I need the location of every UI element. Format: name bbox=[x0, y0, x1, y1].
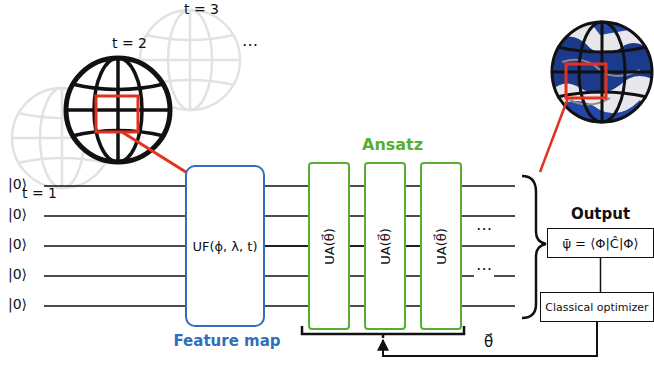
node-text: ψ̄ = ⟨Φ|Ĉ|Φ⟩ bbox=[562, 236, 638, 251]
node-heading: Output bbox=[548, 205, 653, 223]
node-text: UA(θ⃗) bbox=[433, 228, 448, 265]
node-text: UF(ϕ, λ, t) bbox=[192, 239, 257, 254]
feature-map-box: UF(ϕ, λ, t)Feature map bbox=[185, 165, 265, 327]
time-label: t = 1 bbox=[22, 186, 57, 201]
output-globe bbox=[540, 15, 654, 172]
ellipsis: ⋯ bbox=[474, 260, 494, 278]
optimizer-box: Classical optimizer bbox=[540, 292, 654, 322]
time-label: t = 2 bbox=[112, 36, 147, 51]
connector bbox=[265, 245, 308, 247]
qubit-label: |0⟩ bbox=[8, 297, 27, 312]
connector bbox=[600, 258, 602, 292]
ellipsis: ⋯ bbox=[474, 220, 494, 238]
time-label: t = 3 bbox=[184, 2, 219, 17]
globe bbox=[66, 58, 205, 184]
connector bbox=[406, 245, 420, 247]
qubit-label: |0⟩ bbox=[8, 267, 27, 282]
qubit-label: |0⟩ bbox=[8, 177, 27, 192]
qubit-label: |0⟩ bbox=[8, 207, 27, 222]
ansatz-box: UA(θ⃗) bbox=[420, 162, 462, 330]
connector bbox=[383, 322, 597, 356]
ansatz-box: UA(θ⃗) bbox=[308, 162, 350, 330]
node-text: UA(θ⃗) bbox=[321, 228, 336, 265]
edge-label: θ⃗ bbox=[482, 334, 495, 351]
connector bbox=[350, 245, 364, 247]
time-label: ⋯ bbox=[242, 36, 258, 54]
ansatz-label: Ansatz bbox=[362, 136, 423, 154]
qubit-label: |0⟩ bbox=[8, 237, 27, 252]
node-text: Classical optimizer bbox=[545, 301, 648, 314]
ansatz-box: UA(θ⃗) bbox=[364, 162, 406, 330]
node-text: UA(θ⃗) bbox=[377, 228, 392, 265]
node-heading: Feature map bbox=[172, 333, 282, 350]
output-box: ψ̄ = ⟨Φ|Ĉ|Φ⟩Output bbox=[547, 228, 654, 258]
